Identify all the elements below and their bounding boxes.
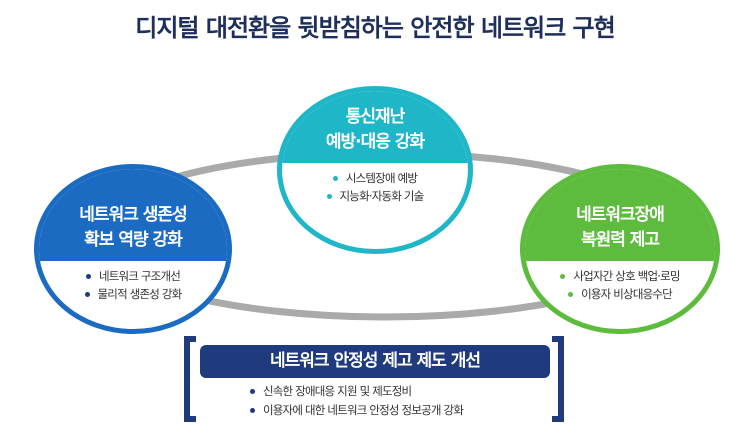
item-text: 사업자간 상호 백업·로밍 bbox=[573, 269, 680, 283]
heading-line: 네트워크 생존성 bbox=[79, 205, 187, 225]
item-text: 네트워크 구조개선 bbox=[98, 269, 181, 283]
item-text: 물리적 생존성 강화 bbox=[97, 287, 183, 301]
right-bracket bbox=[552, 336, 564, 422]
heading-line: 예방·대응 강화 bbox=[325, 132, 425, 152]
page-title: 디지털 대전환을 뒷받침하는 안전한 네트워크 구현 bbox=[135, 14, 615, 42]
bullet-icon bbox=[85, 274, 91, 279]
bullet-icon bbox=[326, 194, 332, 199]
heading-line: 복원력 제고 bbox=[580, 230, 660, 250]
circle-heading: 네트워크장애 복원력 제고 bbox=[525, 169, 715, 261]
heading-line: 네트워크장애 bbox=[576, 205, 665, 225]
list-item: 물리적 생존성 강화 bbox=[39, 285, 227, 303]
item-text: 시스템장애 예방 bbox=[345, 171, 418, 185]
heading-line: 확보 역량 강화 bbox=[84, 230, 183, 250]
circle-network-resilience: 네트워크장애 복원력 제고 사업자간 상호 백업·로밍 이용자 비상대응수단 bbox=[520, 164, 720, 334]
list-item: 신속한 장애대응 지원 및 제도정비 bbox=[250, 382, 463, 401]
item-text: 이용자 비상대응수단 bbox=[581, 287, 673, 301]
bottom-bullet-list: 신속한 장애대응 지원 및 제도정비 이용자에 대한 네트워크 안정성 정보공개… bbox=[250, 382, 464, 420]
circle-disaster-prevention: 통신재난 예방·대응 강화 시스템장애 예방 지능화·자동화 기술 bbox=[277, 86, 473, 254]
item-text: 지능화·자동화 기술 bbox=[339, 189, 425, 203]
circle-heading: 통신재난 예방·대응 강화 bbox=[282, 91, 468, 163]
bullet-icon bbox=[250, 408, 255, 413]
list-item: 네트워크 구조개선 bbox=[39, 267, 227, 285]
bullet-list: 네트워크 구조개선 물리적 생존성 강화 bbox=[39, 267, 227, 303]
bullet-list: 사업자간 상호 백업·로밍 이용자 비상대응수단 bbox=[525, 267, 715, 303]
bullet-list: 시스템장애 예방 지능화·자동화 기술 bbox=[282, 169, 468, 205]
bullet-icon bbox=[568, 292, 574, 297]
item-text: 이용자에 대한 네트워크 안정성 정보공개 강화 bbox=[263, 403, 464, 417]
bullet-icon bbox=[560, 274, 566, 279]
list-item: 이용자 비상대응수단 bbox=[525, 285, 715, 303]
list-item: 시스템장애 예방 bbox=[282, 169, 468, 187]
circle-network-survivability: 네트워크 생존성 확보 역량 강화 네트워크 구조개선 물리적 생존성 강화 bbox=[34, 164, 232, 334]
list-item: 지능화·자동화 기술 bbox=[282, 187, 468, 205]
list-item: 이용자에 대한 네트워크 안정성 정보공개 강화 bbox=[250, 401, 464, 420]
heading-line: 통신재난 bbox=[345, 107, 406, 127]
bullet-icon bbox=[250, 389, 255, 394]
bullet-icon bbox=[332, 176, 338, 181]
institutional-improvement-banner: 네트워크 안정성 제고 제도 개선 bbox=[200, 345, 550, 378]
circle-heading: 네트워크 생존성 확보 역량 강화 bbox=[39, 169, 227, 261]
left-bracket bbox=[184, 336, 196, 422]
list-item: 사업자간 상호 백업·로밍 bbox=[525, 267, 715, 285]
item-text: 신속한 장애대응 지원 및 제도정비 bbox=[263, 384, 412, 398]
bullet-icon bbox=[84, 292, 90, 297]
